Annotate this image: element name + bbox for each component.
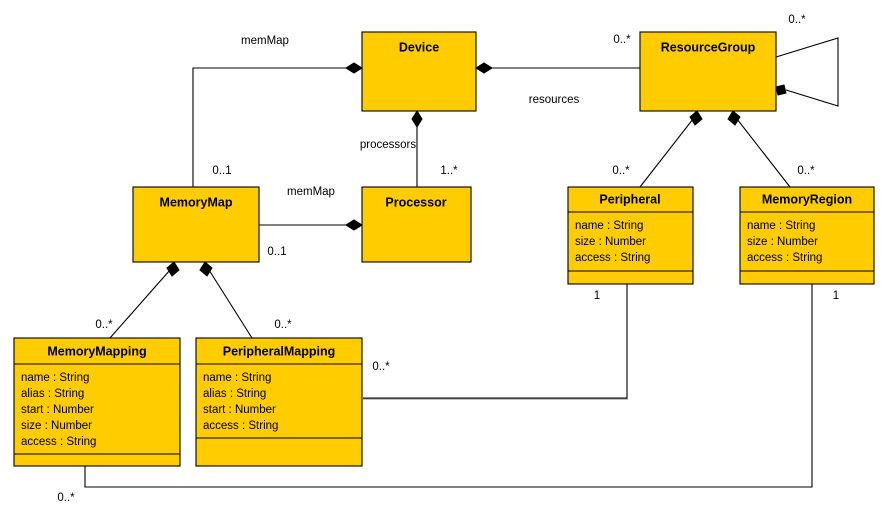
mult-peripheralmapping: 0..* [274, 319, 292, 331]
edge-peripheralmapping-peripheral [363, 284, 628, 399]
class-peripheralmapping-attr-3: access : String [203, 420, 278, 432]
class-memorymapping-attr-3: size : Number [21, 420, 92, 432]
mult-peripheral-bottom: 1 [594, 290, 600, 302]
class-resourcegroup[interactable]: ResourceGroup [639, 31, 777, 112]
mult-memoryregion: 0..* [797, 165, 815, 177]
mult-peripheral: 0..* [612, 165, 630, 177]
class-memoryregion-attr-1: size : Number [747, 236, 818, 248]
class-peripheral-attr-1: size : Number [575, 236, 646, 248]
diamond-resourcegroup-peripheral [689, 110, 703, 126]
diamond-device-resources [475, 62, 493, 74]
class-resourcegroup-title: ResourceGroup [661, 40, 756, 54]
class-peripheralmapping-attr-1: alias : String [203, 388, 266, 400]
mult-device-memmap: 0..1 [212, 165, 231, 177]
role-label-processors: processors [360, 139, 416, 151]
class-peripheralmapping-title: PeripheralMapping [223, 344, 336, 358]
edge-memoryregion-resourcegroup [736, 118, 791, 188]
class-peripheral[interactable]: Peripheral name : String size : Number a… [567, 186, 694, 285]
classes-layer: Device ResourceGroup MemoryMap Processor… [13, 31, 875, 467]
diamond-device-memmap [345, 62, 363, 74]
class-memorymapping-title: MemoryMapping [47, 344, 146, 358]
class-memorymapping-attr-4: access : String [21, 436, 96, 448]
mult-resourcegroup-device: 0..* [613, 34, 631, 46]
edge-memorymapping-memorymap [109, 269, 171, 339]
edge-peripheral-resourcegroup [639, 118, 694, 188]
edge-memorymapping-memoryregion [84, 284, 813, 488]
class-memoryregion-attr-0: name : String [747, 220, 815, 232]
class-memorymap-box[interactable] [132, 186, 260, 263]
class-device-box[interactable] [361, 31, 477, 112]
class-device-title: Device [399, 40, 439, 54]
class-peripheral-attr-0: name : String [575, 220, 643, 232]
class-memorymap-title: MemoryMap [160, 195, 233, 209]
class-memoryregion-title: MemoryRegion [762, 192, 852, 206]
mult-resourcegroup-self: 0..* [788, 14, 806, 26]
mult-peripheralmapping-right: 0..* [372, 361, 390, 373]
class-peripheral-attr-2: access : String [575, 252, 650, 264]
diamond-resourcegroup-self [775, 84, 787, 96]
class-device[interactable]: Device [361, 31, 477, 112]
labels-layer: memMap resources processors memMap 0..1 … [57, 14, 839, 504]
class-memoryregion-attr-2: access : String [747, 252, 822, 264]
mult-processor: 1..* [440, 165, 458, 177]
diamond-memorymap-peripheralmapping [199, 261, 213, 277]
class-peripheralmapping-box[interactable] [195, 337, 363, 467]
class-processor-box[interactable] [361, 186, 472, 263]
class-resourcegroup-box[interactable] [639, 31, 777, 112]
class-memorymapping-attr-1: alias : String [21, 388, 84, 400]
edge-memorymap-device [192, 67, 354, 187]
class-peripheral-box[interactable] [567, 186, 694, 285]
edge-peripheralmapping-memorymap [208, 269, 253, 339]
class-memoryregion[interactable]: MemoryRegion name : String size : Number… [739, 186, 875, 285]
class-peripheralmapping-attr-2: start : Number [203, 404, 276, 416]
role-label-memmap-processor: memMap [287, 186, 335, 198]
class-peripheralmapping[interactable]: PeripheralMapping name : String alias : … [195, 337, 363, 467]
mult-memorymapping-bottom: 0..* [57, 492, 75, 504]
mult-memorymapping: 0..* [95, 319, 113, 331]
class-processor[interactable]: Processor [361, 186, 472, 263]
diamond-resourcegroup-memoryregion [727, 110, 741, 126]
diamond-processor-memmap [345, 219, 363, 231]
class-processor-title: Processor [385, 195, 446, 209]
role-label-memmap-device: memMap [241, 35, 289, 47]
edge-resourcegroup-self [775, 37, 839, 107]
class-memorymap[interactable]: MemoryMap [132, 186, 260, 263]
diamond-memorymap-memorymapping [166, 261, 180, 277]
class-memorymapping-attr-2: start : Number [21, 404, 94, 416]
diamond-device-processors [411, 110, 423, 128]
edges-layer [84, 37, 839, 488]
class-memorymapping-box[interactable] [13, 337, 181, 467]
class-memorymapping-attr-0: name : String [21, 372, 89, 384]
class-memoryregion-box[interactable] [739, 186, 875, 285]
class-peripheralmapping-attr-0: name : String [203, 372, 271, 384]
role-label-resources: resources [529, 94, 580, 106]
class-peripheral-title: Peripheral [599, 192, 660, 206]
class-memorymapping[interactable]: MemoryMapping name : String alias : Stri… [13, 337, 181, 467]
mult-memorymap-processor: 0..1 [267, 246, 286, 258]
mult-memoryregion-bottom: 1 [833, 290, 839, 302]
